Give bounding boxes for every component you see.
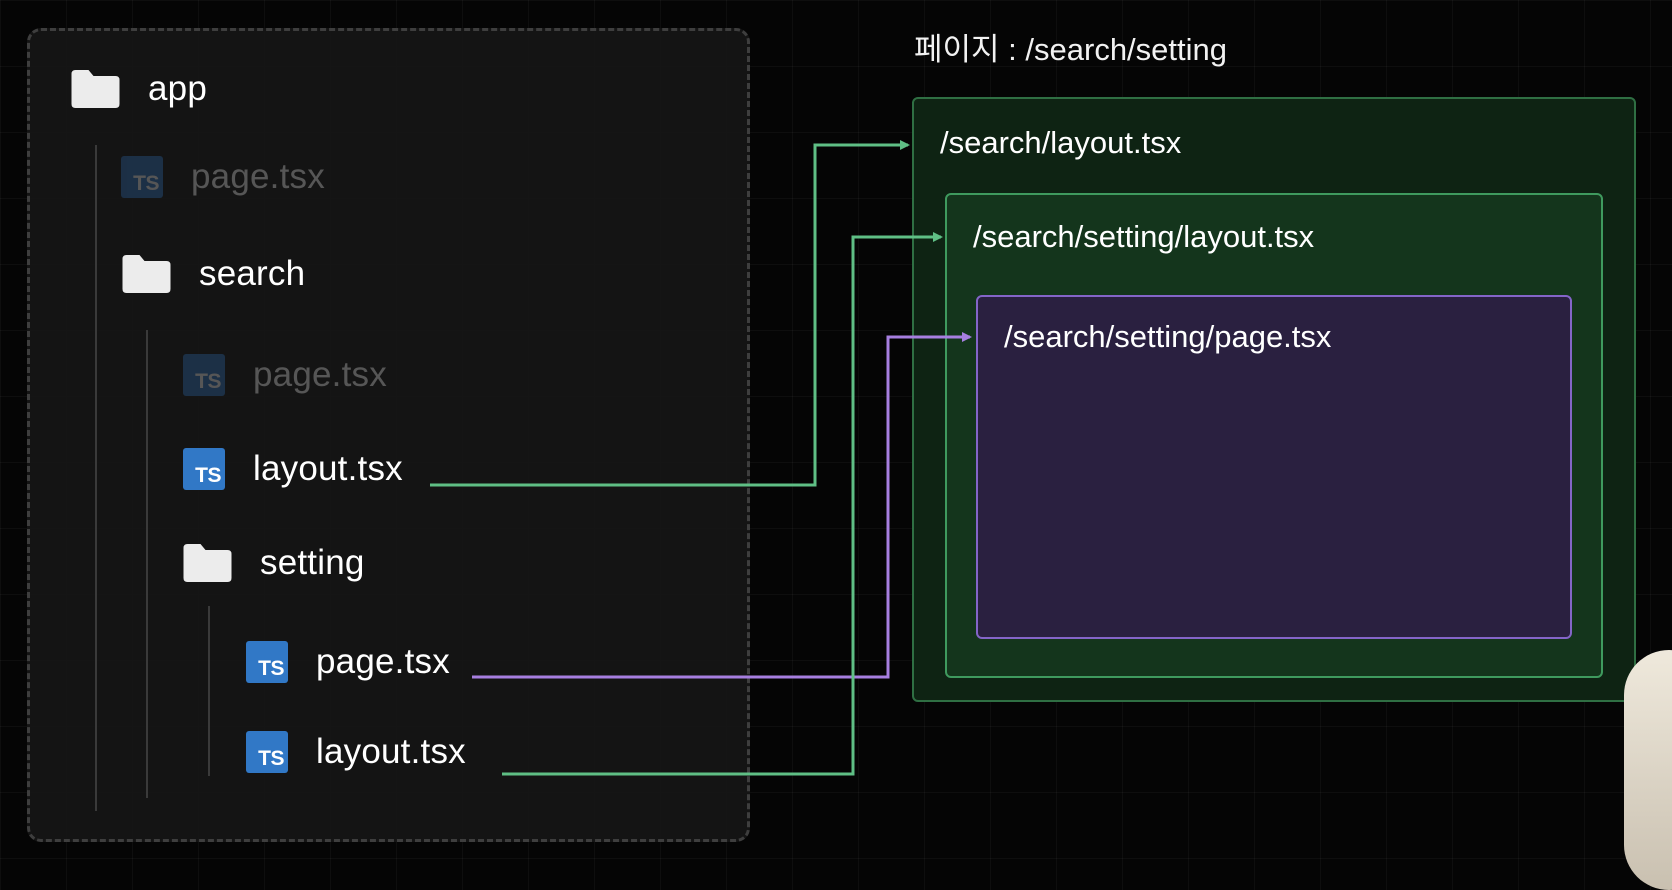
tree-guide-search bbox=[146, 330, 148, 798]
tree-guide-setting bbox=[208, 606, 210, 776]
search-layout-box-label: /search/layout.tsx bbox=[940, 125, 1182, 160]
tree-item-label: page.tsx bbox=[191, 157, 325, 196]
tree-item-label: page.tsx bbox=[253, 355, 387, 394]
tree-item-search-folder[interactable]: search bbox=[122, 249, 305, 299]
tree-item-app-page[interactable]: TS page.tsx bbox=[121, 152, 325, 202]
folder-icon bbox=[183, 544, 232, 582]
connector-arrows bbox=[430, 140, 972, 776]
tree-item-label: app bbox=[148, 69, 207, 108]
folder-icon bbox=[122, 255, 171, 293]
tree-item-app-folder[interactable]: app bbox=[71, 64, 207, 114]
tree-item-label: search bbox=[199, 254, 306, 293]
tree-item-setting-page[interactable]: TS page.tsx bbox=[246, 637, 450, 687]
tree-item-label: layout.tsx bbox=[316, 732, 466, 771]
ts-file-icon: TS bbox=[246, 731, 288, 773]
tree-item-setting-folder[interactable]: setting bbox=[183, 538, 365, 588]
tree-item-setting-layout[interactable]: TS layout.tsx bbox=[246, 727, 466, 777]
connector-setting-layout bbox=[502, 232, 943, 776]
ts-file-icon: TS bbox=[183, 354, 225, 396]
tree-item-search-layout[interactable]: TS layout.tsx bbox=[183, 444, 403, 494]
folder-icon bbox=[71, 70, 120, 108]
setting-page-box: /search/setting/page.tsx bbox=[976, 295, 1572, 639]
setting-layout-box-label: /search/setting/layout.tsx bbox=[973, 219, 1315, 254]
tree-guide-app bbox=[95, 145, 97, 811]
ts-file-icon: TS bbox=[121, 156, 163, 198]
setting-page-box-label: /search/setting/page.tsx bbox=[1004, 319, 1332, 354]
ts-file-icon: TS bbox=[183, 448, 225, 490]
tree-item-search-page[interactable]: TS page.tsx bbox=[183, 350, 387, 400]
connector-search-layout bbox=[430, 140, 910, 487]
tree-item-label: layout.tsx bbox=[253, 449, 403, 488]
tree-item-label: setting bbox=[260, 543, 365, 582]
ts-file-icon: TS bbox=[246, 641, 288, 683]
webcam-overlay bbox=[1624, 650, 1672, 890]
page-title: 페이지 : /search/setting bbox=[914, 32, 1228, 67]
connector-setting-page bbox=[472, 332, 972, 679]
tree-item-label: page.tsx bbox=[316, 642, 450, 681]
